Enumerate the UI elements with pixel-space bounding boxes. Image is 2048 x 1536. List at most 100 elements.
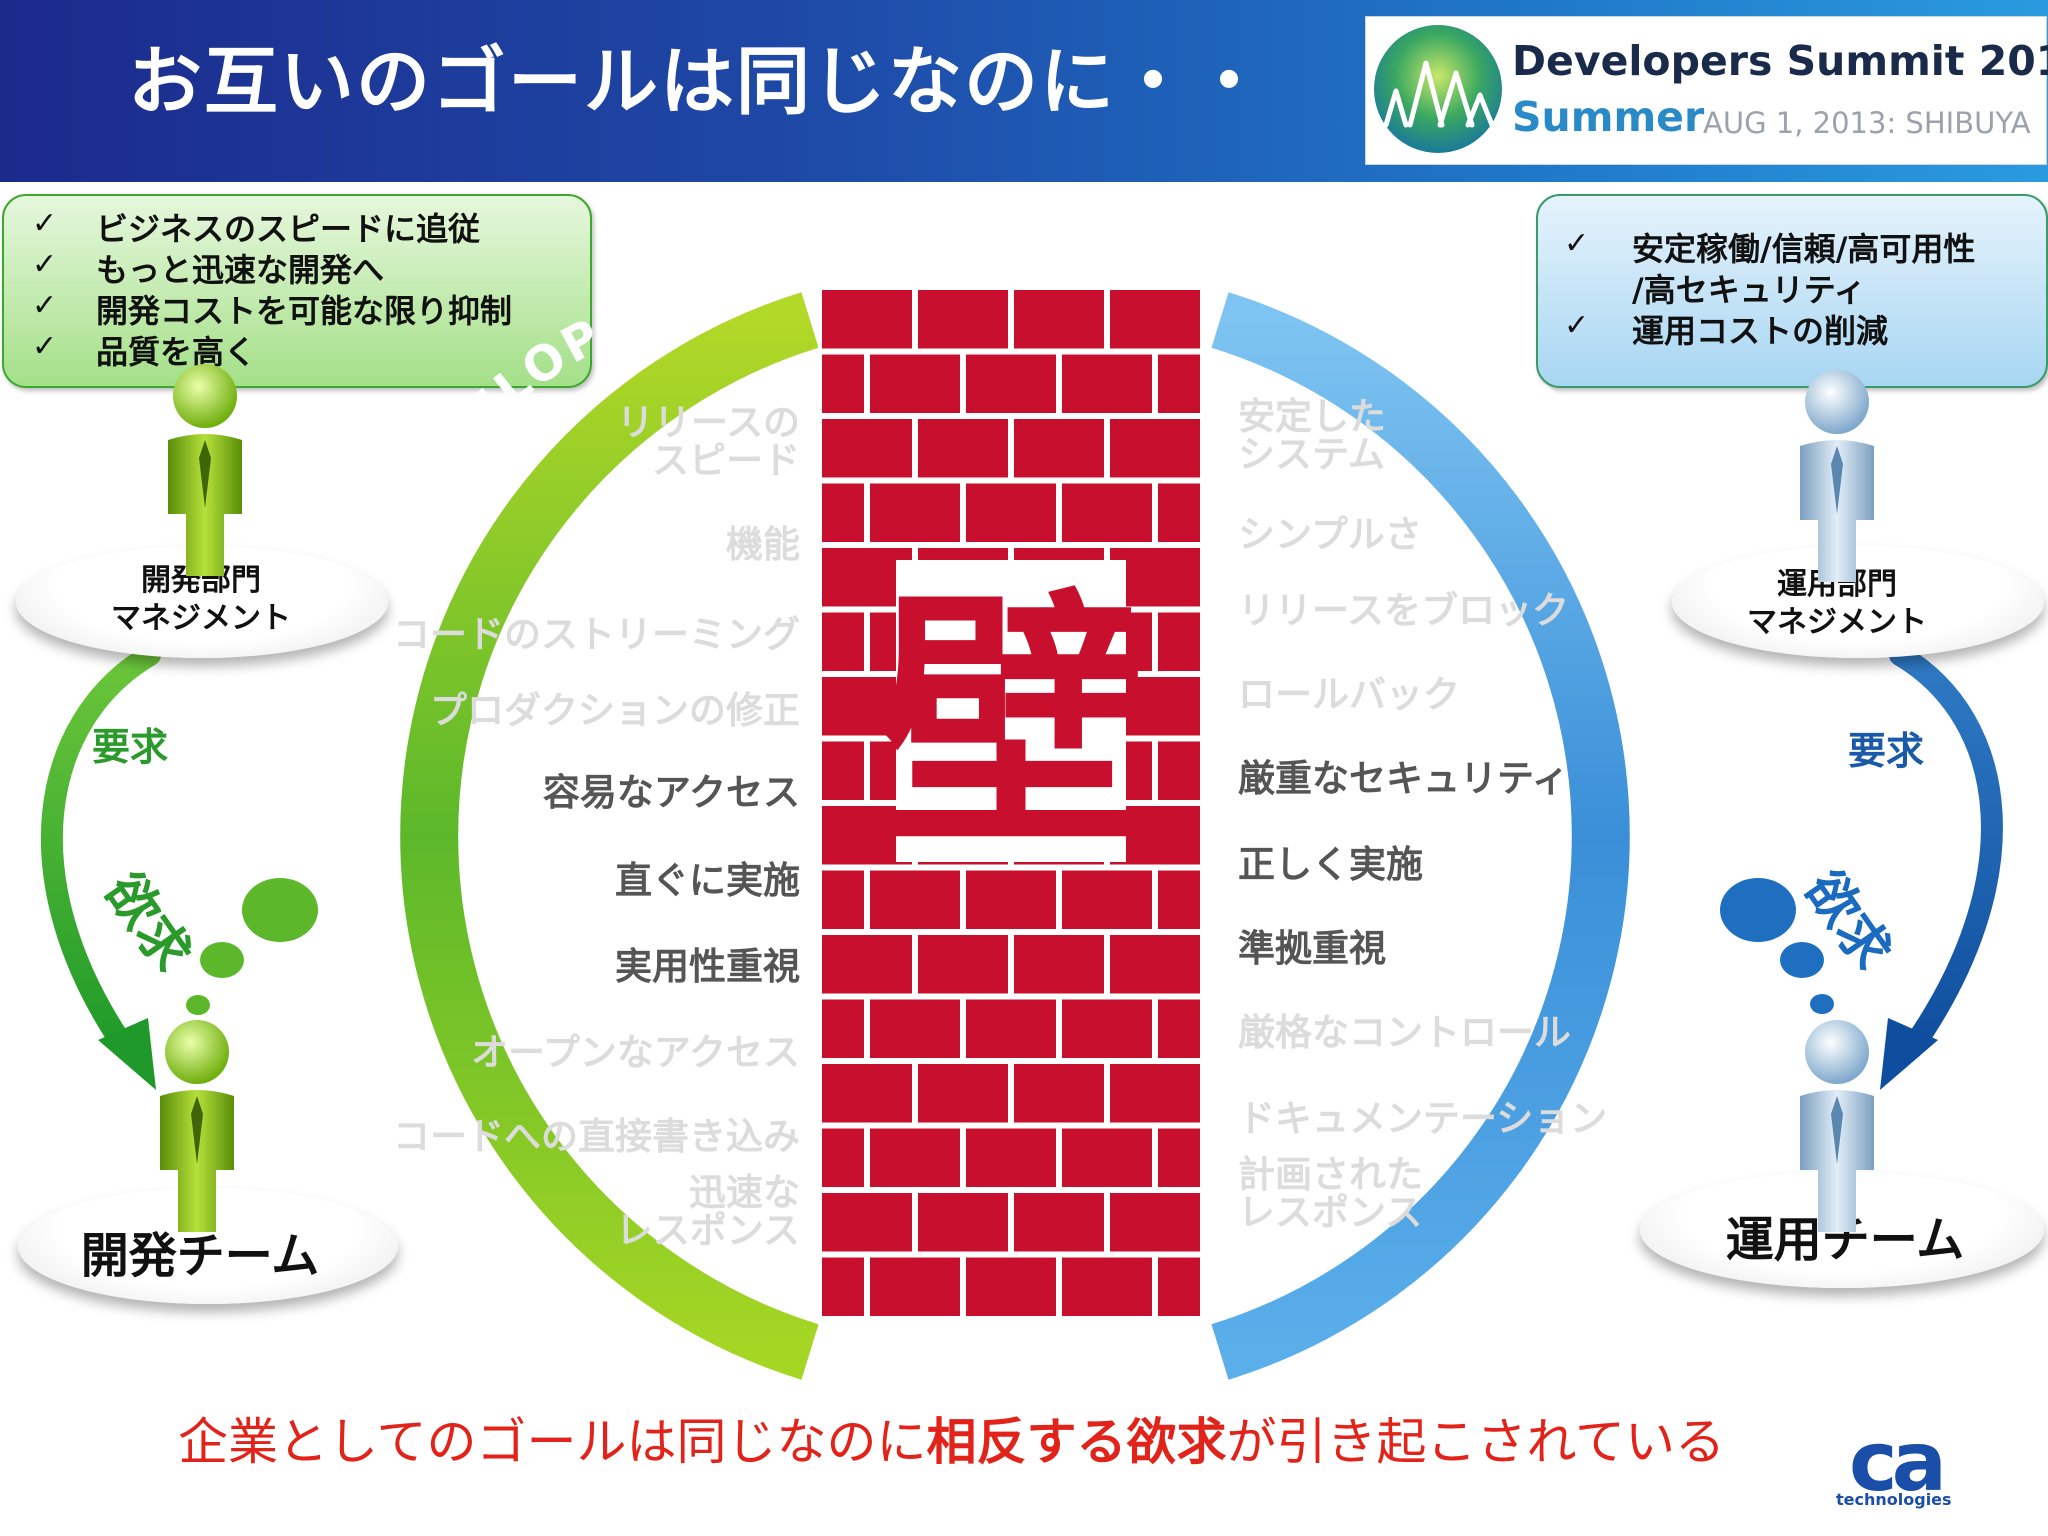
ops-manager-figure <box>1800 370 1874 582</box>
check-icon: ✓ <box>1564 308 1590 343</box>
wall-brick <box>1158 1128 1200 1187</box>
wall-brick <box>822 1193 912 1252</box>
wall-brick <box>822 999 864 1058</box>
wall-brick <box>822 419 912 478</box>
ops-team-figure <box>1800 1020 1874 1232</box>
dev-word: リリースの スピード <box>617 404 800 480</box>
wall-brick <box>1110 290 1200 349</box>
wall-brick <box>1062 870 1152 929</box>
check-icon: ✓ <box>32 247 58 282</box>
ops-callout-item: 運用コストの削減 <box>1632 312 1889 350</box>
ops-word: シンプルさ <box>1238 513 1422 556</box>
dev-request-arrowhead <box>98 1018 156 1090</box>
dev-word-line: 迅速な <box>689 1171 800 1214</box>
brick-wall <box>818 286 1204 1358</box>
wall-brick <box>966 1128 1056 1187</box>
ops-request-arrowhead <box>1880 1018 1938 1090</box>
footer-emphasis: 相反する欲求 <box>926 1413 1227 1471</box>
ops-thought-bubble <box>1780 942 1824 978</box>
ops-thought-bubble <box>1810 994 1834 1014</box>
svg-text:ca: ca <box>1849 1420 1941 1510</box>
dev-word: 迅速な レスポンス <box>616 1174 800 1250</box>
wall-brick <box>822 935 912 994</box>
dev-callout-item: ビジネスのスピードに追従 <box>96 210 481 248</box>
dev-callout-item: 品質を高く <box>96 333 257 371</box>
check-icon: ✓ <box>32 206 58 241</box>
dev-arc <box>400 292 819 1380</box>
dev-manager-figure <box>168 364 242 576</box>
ops-callout-item: 安定稼働/信頼/高可用性 <box>1632 230 1976 268</box>
dev-word-line: リリースの <box>616 401 800 444</box>
wall-brick <box>870 999 960 1058</box>
ops-word-line: 安定した <box>1238 395 1386 438</box>
wall-brick <box>966 999 1056 1058</box>
ops-word: 厳重なセキュリティ <box>1238 757 1569 800</box>
dev-word: 直ぐに実施 <box>615 859 800 902</box>
ops-arc <box>1211 292 1630 1380</box>
svg-text:壁: 壁 <box>876 567 1146 882</box>
dev-callout: ✓ ビジネスのスピードに追従 ✓ もっと迅速な開発へ ✓ 開発コストを可能な限り… <box>2 194 592 388</box>
wall-brick <box>1158 354 1200 413</box>
ops-manager-line: マネジメント <box>1747 605 1927 640</box>
footer-text: 企業としてのゴールは同じなのに <box>178 1413 927 1471</box>
dev-callout-item: 開発コストを可能な限り抑制 <box>96 292 513 330</box>
wall-brick <box>822 290 912 349</box>
wall-brick <box>1014 419 1104 478</box>
ca-logo: ca <box>1849 1420 1947 1510</box>
wall-brick <box>1110 935 1200 994</box>
ops-request-label: 要求 <box>1848 729 1925 773</box>
wall-brick <box>1158 1257 1200 1316</box>
event-logo-title: Developers Summit 2013 <box>1512 37 2048 85</box>
ops-word: ロールバック <box>1238 673 1460 716</box>
wall-brick <box>1014 935 1104 994</box>
wall-brick <box>1062 1128 1152 1187</box>
wall-brick <box>966 483 1056 542</box>
wall-brick <box>918 1064 1008 1123</box>
ops-word-line: システム <box>1238 433 1385 476</box>
wall-brick <box>1158 741 1200 800</box>
wall-brick <box>918 1193 1008 1252</box>
wall-brick <box>822 612 864 671</box>
dev-word: オープンなアクセス <box>471 1031 800 1074</box>
wall-brick <box>822 1257 864 1316</box>
ops-callout-item: /高セキュリティ <box>1632 271 1866 309</box>
check-icon: ✓ <box>32 329 58 364</box>
ops-request-arrow <box>1889 644 2003 1059</box>
event-logo: Developers Summit 2013 Summer AUG 1, 201… <box>1365 16 2048 165</box>
check-icon: ✓ <box>1564 226 1590 261</box>
wall-brick <box>822 1064 912 1123</box>
check-icon: ✓ <box>32 288 58 323</box>
wall-brick <box>1158 612 1200 671</box>
dev-callout-item: もっと迅速な開発へ <box>96 251 385 289</box>
dev-word: コードのストリーミング <box>393 613 800 656</box>
wall-brick <box>918 419 1008 478</box>
event-logo-season: Summer <box>1512 93 1705 141</box>
wall-brick <box>870 1257 960 1316</box>
ops-thought-bubble <box>1720 878 1796 942</box>
dev-word-line: スピード <box>652 439 800 482</box>
wall-brick <box>1062 483 1152 542</box>
event-logo-mark <box>1374 25 1502 153</box>
wall-brick <box>822 870 864 929</box>
dev-team-label: 開発チーム <box>80 1228 320 1284</box>
wall-brick <box>870 1128 960 1187</box>
footer-text: が引き起こされている <box>1226 1413 1726 1471</box>
ops-manager-label: 運用部門 マネジメント <box>1702 566 1972 642</box>
wall-brick <box>822 354 864 413</box>
wall-brick <box>1110 1193 1200 1252</box>
event-logo-date: AUG 1, 2013: SHIBUYA <box>1703 106 2031 140</box>
wall-brick <box>918 290 1008 349</box>
wall-brick <box>822 483 864 542</box>
dev-thought-bubble <box>242 878 318 942</box>
wall-brick <box>1014 1064 1104 1123</box>
wall-brick <box>966 1257 1056 1316</box>
ops-word: リリースをブロック <box>1238 589 1570 632</box>
dev-word: 容易なアクセス <box>542 771 800 814</box>
ops-manager-bubble <box>1672 546 2044 658</box>
dev-word: プロダクションの修正 <box>430 689 800 732</box>
wall-brick <box>1014 1193 1104 1252</box>
wall-brick <box>870 870 960 929</box>
page-title: お互いのゴールは同じなのに・・ <box>128 39 1268 125</box>
